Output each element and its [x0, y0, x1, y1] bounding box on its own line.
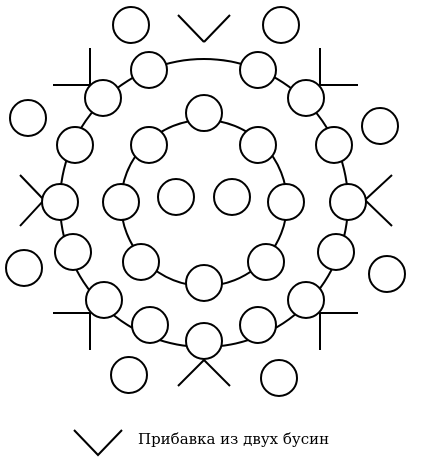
bead: [130, 51, 168, 89]
bead: [185, 94, 223, 132]
bead: [239, 306, 277, 344]
bead: [102, 183, 140, 221]
bead: [368, 255, 406, 293]
bead: [361, 107, 399, 145]
bead: [56, 126, 94, 164]
bead: [185, 264, 223, 302]
bead: [185, 322, 223, 360]
increase-mark-line: [203, 359, 231, 387]
bead: [130, 126, 168, 164]
bead: [85, 281, 123, 319]
bead: [317, 233, 355, 271]
increase-mark-line: [364, 174, 393, 201]
bead: [239, 51, 277, 89]
bead: [287, 281, 325, 319]
bead: [84, 79, 122, 117]
bead: [213, 178, 251, 216]
increase-mark-line: [203, 14, 231, 43]
bead: [239, 126, 277, 164]
bead: [9, 99, 47, 137]
bead: [262, 6, 300, 44]
increase-mark-line: [177, 359, 205, 387]
increase-mark-line: [364, 199, 393, 227]
bead: [5, 249, 43, 287]
increase-mark-line: [177, 14, 205, 43]
bead: [287, 79, 325, 117]
bead: [112, 6, 150, 44]
increase-mark-line: [19, 174, 45, 201]
bead: [247, 243, 285, 281]
bead: [260, 359, 298, 397]
bead: [157, 178, 195, 216]
bead: [54, 233, 92, 271]
bead: [315, 126, 353, 164]
increase-mark-line: [19, 199, 45, 227]
bead: [41, 183, 79, 221]
bead: [110, 356, 148, 394]
legend-label: Прибавка из двух бусин: [138, 430, 330, 448]
bead: [329, 183, 367, 221]
v-mark-icon: [73, 429, 123, 457]
bead: [267, 183, 305, 221]
bead: [131, 306, 169, 344]
bead: [122, 243, 160, 281]
